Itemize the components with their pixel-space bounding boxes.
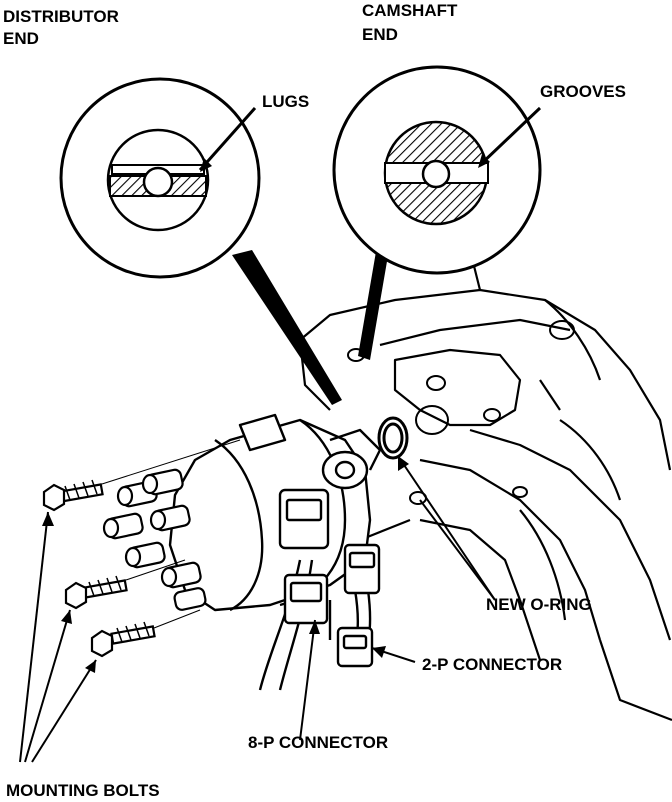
bolt-alignment-lines (101, 439, 241, 629)
leader-lines (19, 455, 496, 763)
label-distributor-end-line1: DISTRIBUTOR (3, 7, 119, 26)
label-new-o-ring: NEW O-RING (486, 595, 592, 614)
distributor-body (168, 413, 382, 612)
label-grooves: GROOVES (540, 82, 626, 101)
detail-pointer-left (232, 250, 342, 405)
label-distributor-end-line2: END (3, 29, 39, 48)
label-camshaft-end-line1: CAMSHAFT (362, 1, 458, 20)
distributor-end-detail (59, 77, 342, 405)
mounting-bolt (90, 621, 156, 658)
mounting-bolt (64, 575, 128, 610)
label-lugs: LUGS (262, 92, 309, 111)
housing-bolt-heads (347, 320, 575, 505)
two-p-connector (336, 543, 381, 668)
eight-p-connector (278, 488, 330, 625)
o-ring (377, 416, 409, 460)
distributor-cap-terminals (102, 468, 207, 611)
distributor-lug-top-band (111, 164, 205, 175)
detail-pointer-right (358, 240, 390, 360)
leader-arrowheads (42, 456, 409, 673)
label-mounting-bolts: MOUNTING BOLTS (6, 781, 160, 800)
label-camshaft-end-line2: END (362, 25, 398, 44)
camshaft-end-detail (332, 65, 542, 360)
label-2p-connector: 2-P CONNECTOR (422, 655, 562, 674)
mounting-bolt (42, 479, 104, 512)
label-8p-connector: 8-P CONNECTOR (248, 733, 388, 752)
